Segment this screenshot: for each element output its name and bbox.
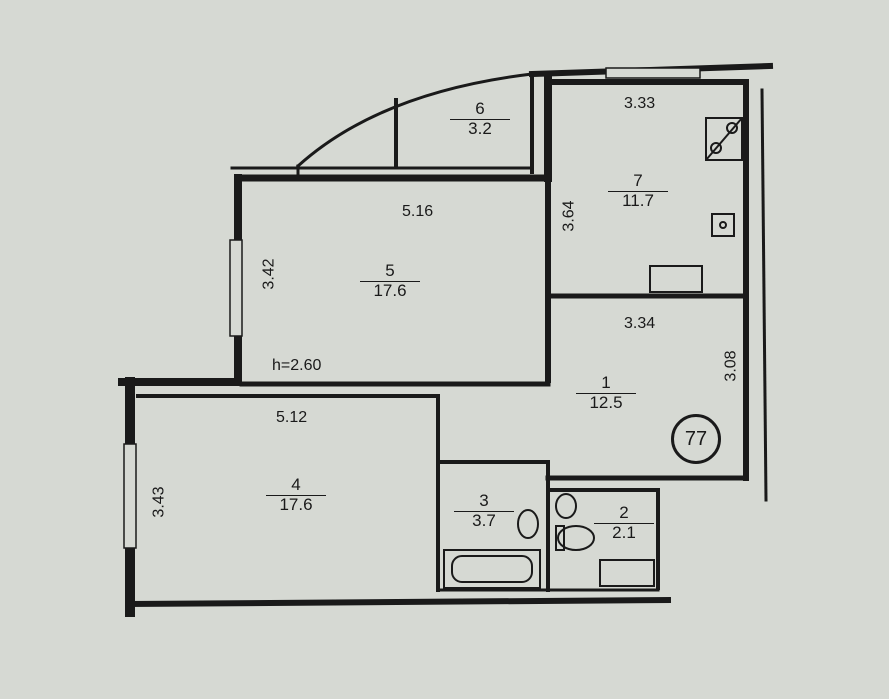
apartment-number-badge: 77 (671, 414, 721, 464)
ceiling-height: h=2.60 (272, 357, 322, 374)
room-area: 17.6 (279, 495, 313, 514)
room-number: 6 (450, 100, 510, 120)
room-3-label: 3 3.7 (454, 492, 514, 529)
room-area: 3.7 (472, 511, 496, 530)
room-area: 17.6 (373, 281, 407, 300)
room-1-label: 1 12.5 (576, 374, 636, 411)
room-number: 5 (360, 262, 420, 282)
room-2-label: 2 2.1 (594, 504, 654, 541)
walls (118, 62, 774, 617)
dim-room5-width: 5.16 (402, 203, 434, 220)
room-7-label: 7 11.7 (608, 172, 668, 209)
dim-hall-depth: 3.08 (722, 350, 740, 382)
dim-hall-width: 3.34 (624, 315, 656, 332)
room-4-label: 4 17.6 (266, 476, 326, 513)
dim-kitchen-depth: 3.64 (560, 200, 578, 232)
room-number: 1 (576, 374, 636, 394)
room-area: 2.1 (612, 523, 636, 542)
room-area: 11.7 (622, 191, 654, 210)
room-6-label: 6 3.2 (450, 100, 510, 137)
windows (123, 67, 701, 549)
room-number: 3 (454, 492, 514, 512)
room-number: 7 (608, 172, 668, 192)
dim-kitchen-width: 3.33 (624, 95, 656, 112)
room-number: 2 (594, 504, 654, 524)
room-area: 12.5 (589, 393, 623, 412)
dim-room5-depth: 3.42 (260, 258, 278, 290)
dim-room4-depth: 3.43 (150, 486, 168, 518)
dim-room4-width: 5.12 (276, 409, 308, 426)
room-area: 3.2 (468, 119, 492, 138)
fixtures (443, 117, 743, 589)
room-5-label: 5 17.6 (360, 262, 420, 299)
room-number: 4 (266, 476, 326, 496)
